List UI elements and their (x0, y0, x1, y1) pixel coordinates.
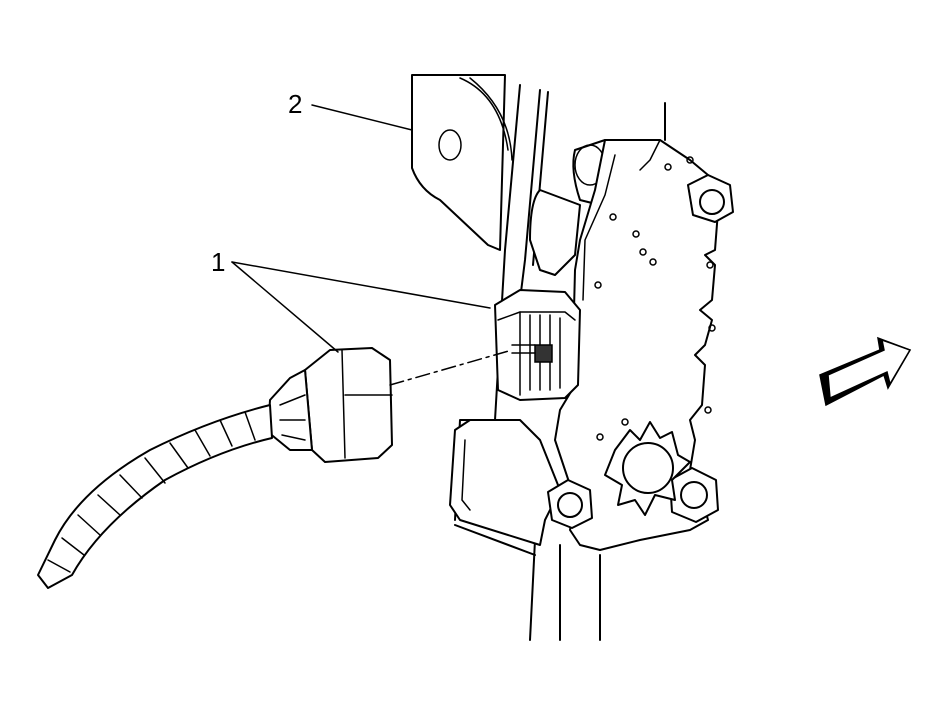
leader-2 (311, 104, 413, 131)
leader-1-upper (231, 261, 491, 309)
callout-label-2: 2 (288, 89, 302, 119)
upper-mounting-bolt (687, 174, 734, 223)
sensor-housing (449, 139, 721, 551)
lower-left-mounting-bolt (547, 479, 593, 529)
wiring-harness-conduit (37, 404, 273, 589)
view-direction-arrow-icon (819, 336, 912, 407)
shaft-hub (604, 421, 691, 516)
callout-leaders (231, 104, 491, 353)
harness-connector (267, 347, 393, 463)
mounting-bracket (411, 74, 513, 251)
alignment-line (389, 349, 513, 386)
callout-label-1: 1 (211, 247, 225, 277)
lower-right-mounting-bolt (669, 467, 719, 523)
leader-1-lower (231, 261, 339, 353)
sensor-connector (494, 289, 581, 401)
